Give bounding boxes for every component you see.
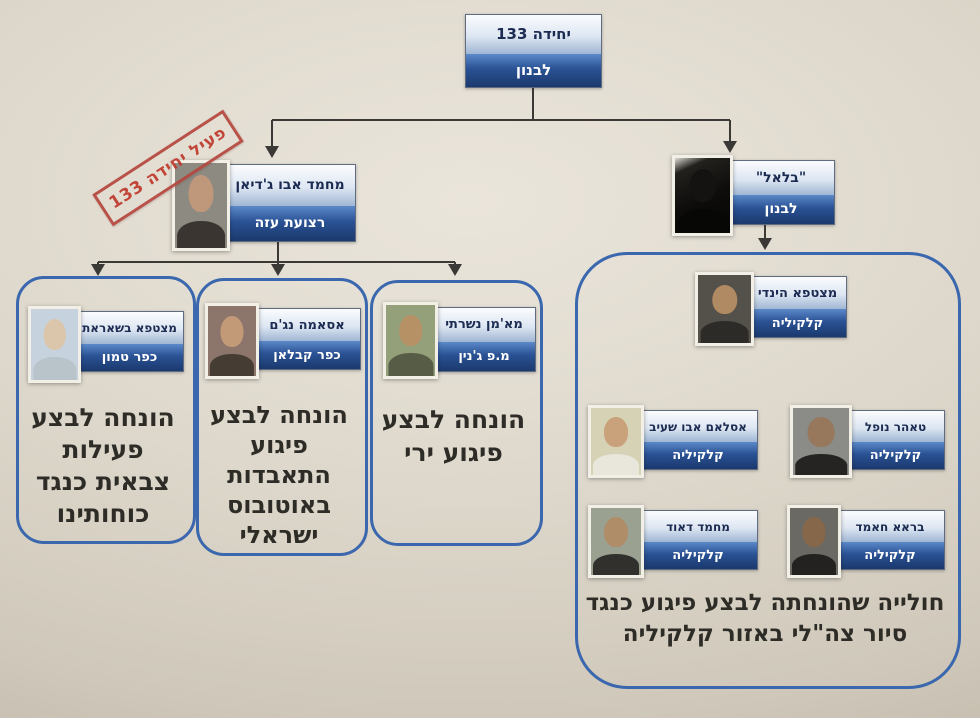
member-3-place: קלקיליה [639, 542, 757, 569]
portrait-member-1 [588, 405, 644, 478]
squad-leader-place: קלקיליה [749, 309, 846, 337]
left-leader-node: מחמד אבו ג'דיאן רצועת עזה [224, 164, 356, 242]
cell-2-mission: הונחה לבצע פיגוע התאבדות באוטובוס ישראלי [210, 401, 348, 549]
squad-leader-node: מצטפא הינדי קלקיליה [748, 276, 847, 338]
member-1-name: אסלאם אבו שעיב [639, 411, 757, 443]
left-leader-name: מחמד אבו ג'דיאן [225, 165, 355, 206]
cell-1-place: כפר טמון [76, 343, 183, 371]
cell-3-node: מא'מן נשרתי מ.פ ג'נין [432, 307, 536, 372]
portrait-member-4 [787, 505, 841, 578]
portrait-squad-leader [695, 272, 754, 346]
root-node: יחידה 133 לבנון [465, 14, 602, 88]
cell-2-place: כפר קבלאן [254, 341, 360, 369]
left-leader-place: רצועת עזה [225, 205, 355, 241]
member-2-node: טאהר נופל קלקיליה [846, 410, 945, 470]
squad-caption: חולייה שהונחתה לבצע פיגוע כנגד סיור צה"ל… [585, 590, 945, 647]
member-1-place: קלקיליה [639, 442, 757, 469]
squad-leader-name: מצטפא הינדי [749, 277, 846, 310]
member-4-place: קלקיליה [836, 542, 944, 569]
portrait-cell-3 [383, 302, 438, 379]
member-4-name: בראא חאמד [836, 511, 944, 543]
portrait-member-3 [588, 505, 644, 578]
portrait-cell-1 [28, 306, 81, 383]
cell-3-name: מא'מן נשרתי [433, 308, 535, 342]
arrowheads [91, 141, 772, 276]
cell-box-2 [196, 278, 368, 556]
cell-3-mission: הונחה לבצע פיגוע ירי [381, 405, 526, 467]
cell-box-3 [370, 280, 543, 546]
cell-1-name: מצטפא בשאראת [76, 312, 183, 344]
member-3-node: מחמד דאוד קלקיליה [638, 510, 758, 570]
member-4-node: בראא חאמד קלקיליה [835, 510, 945, 570]
portrait-member-2 [790, 405, 852, 478]
portrait-cell-2 [205, 303, 259, 379]
cell-2-node: אסאמה נג'ם כפר קבלאן [253, 308, 361, 370]
right-leader-name: "בלאל" [728, 161, 834, 195]
cell-box-1 [16, 276, 196, 544]
member-2-name: טאהר נופל [847, 411, 944, 443]
cell-1-mission: הונחה לבצע פעילות צבאית כנגד כוחותינו [31, 403, 175, 528]
portrait-left-leader [172, 160, 230, 251]
member-1-node: אסלאם אבו שעיב קלקיליה [638, 410, 758, 470]
squad-box [575, 252, 961, 689]
right-leader-node: "בלאל" לבנון [727, 160, 835, 225]
root-subtitle: לבנון [466, 53, 601, 87]
root-title: יחידה 133 [466, 15, 601, 54]
cell-1-node: מצטפא בשאראת כפר טמון [75, 311, 184, 372]
cell-2-name: אסאמה נג'ם [254, 309, 360, 342]
member-3-name: מחמד דאוד [639, 511, 757, 543]
member-2-place: קלקיליה [847, 442, 944, 469]
right-leader-place: לבנון [728, 194, 834, 224]
cell-3-place: מ.פ ג'נין [433, 341, 535, 371]
portrait-right-leader [672, 155, 733, 236]
